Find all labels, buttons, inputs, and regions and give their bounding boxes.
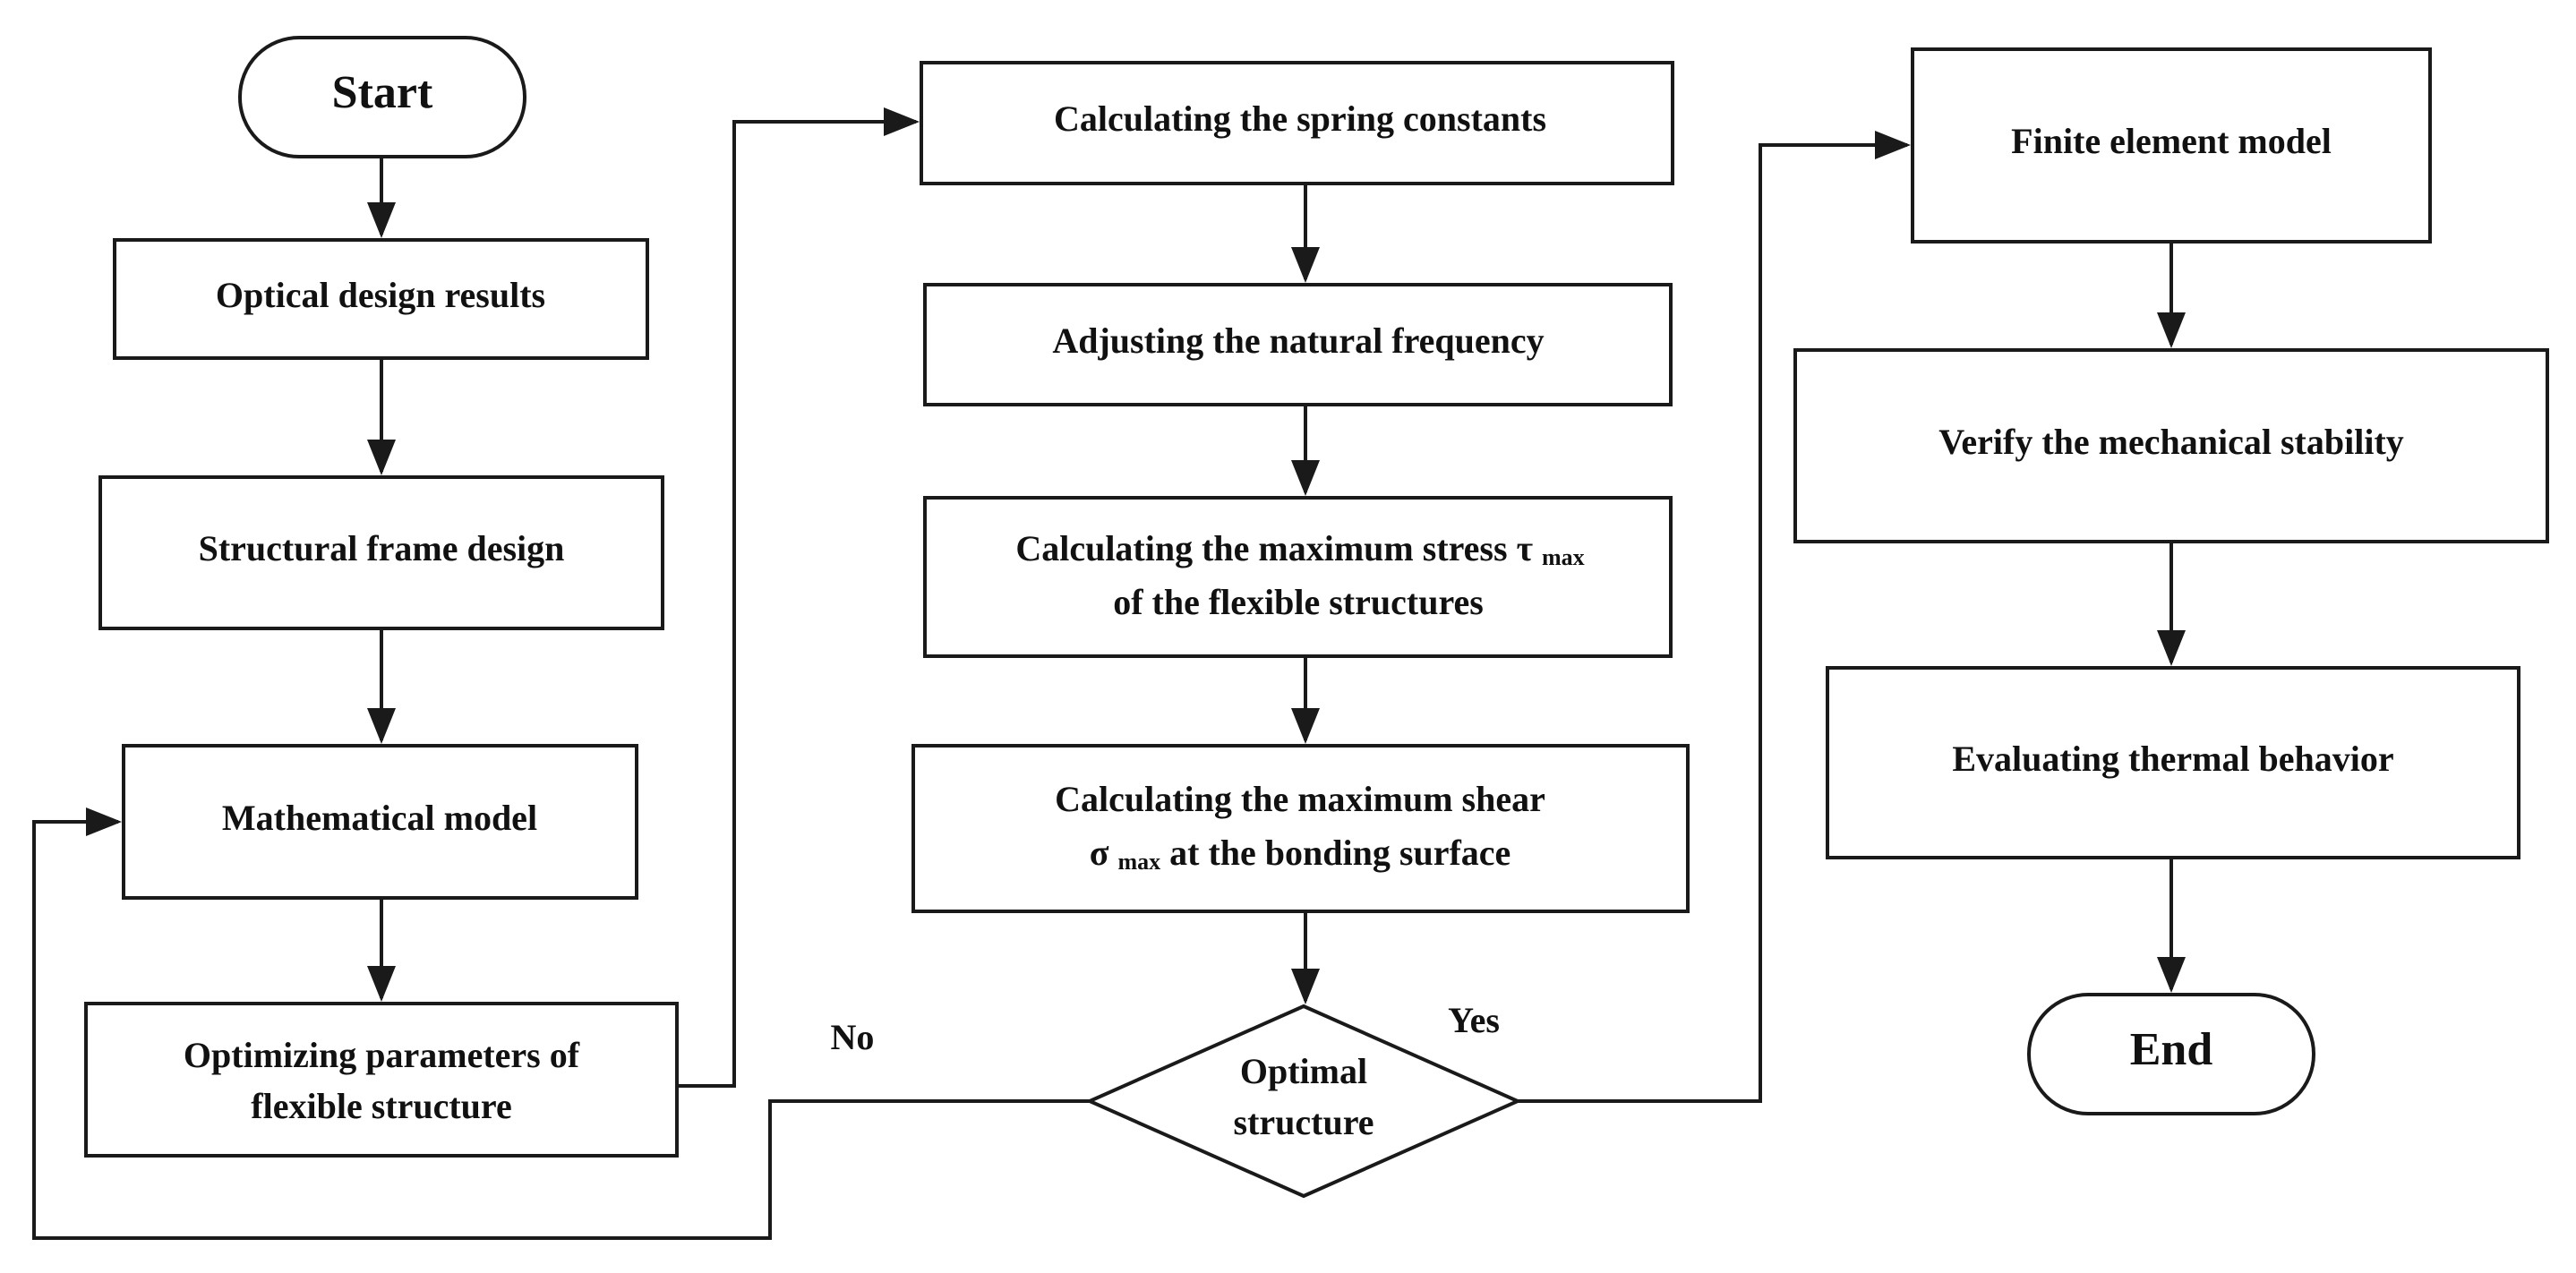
optical-design-results-label: Optical design results <box>216 275 545 315</box>
optimizing-parameters-line1: Optimizing parameters of <box>184 1035 580 1075</box>
node-optical-design-results: Optical design results <box>113 238 649 360</box>
structural-frame-design-label: Structural frame design <box>199 528 565 568</box>
calculating-max-stress-line2: of the flexible structures <box>1113 582 1484 622</box>
optimal-structure-line1: Optimal <box>1240 1051 1367 1091</box>
node-finite-element-model: Finite element model <box>1911 47 2432 243</box>
optimizing-parameters-line2: flexible structure <box>251 1086 511 1126</box>
sigma-subscript: max <box>1117 849 1160 875</box>
tau-symbol: τ <box>1517 528 1533 568</box>
end-label: End <box>2130 1024 2213 1075</box>
calculating-max-stress-line1: Calculating the maximum stress τ max <box>1015 528 1584 570</box>
node-start: Start <box>238 36 526 158</box>
node-optimal-structure: Optimal structure <box>1085 1004 1522 1199</box>
bonding-surface-text: at the bonding surface <box>1169 833 1511 873</box>
node-evaluating-thermal-behavior: Evaluating thermal behavior <box>1826 666 2520 859</box>
calculating-max-shear-line1: Calculating the maximum shear <box>1055 779 1545 819</box>
calculating-spring-constants-label: Calculating the spring constants <box>1054 98 1546 139</box>
edge-decision-yes-to-finite <box>1518 131 1911 1103</box>
max-stress-text: Calculating the maximum stress <box>1015 528 1507 568</box>
edges <box>32 107 2186 1240</box>
node-calculating-max-stress: Calculating the maximum stress τ max of … <box>923 496 1673 658</box>
node-calculating-spring-constants: Calculating the spring constants <box>920 61 1674 185</box>
edge-label-no: No <box>831 1017 875 1057</box>
calculating-max-shear-line2: σ max at the bonding surface <box>1090 833 1511 880</box>
edge-label-yes: Yes <box>1448 1000 1500 1040</box>
finite-element-model-label: Finite element model <box>2011 121 2332 161</box>
adjusting-natural-frequency-label: Adjusting the natural frequency <box>1052 320 1544 361</box>
node-adjusting-natural-frequency: Adjusting the natural frequency <box>923 283 1673 406</box>
node-end: End <box>2027 993 2315 1115</box>
node-structural-frame-design: Structural frame design <box>98 475 664 630</box>
tau-subscript: max <box>1542 544 1585 570</box>
node-calculating-max-shear: Calculating the maximum shear σ max at t… <box>911 744 1690 913</box>
sigma-symbol: σ <box>1090 833 1109 873</box>
verify-mechanical-stability-label: Verify the mechanical stability <box>1938 422 2404 462</box>
start-label: Start <box>332 67 433 118</box>
node-verify-mechanical-stability: Verify the mechanical stability <box>1793 348 2549 543</box>
node-mathematical-model: Mathematical model <box>122 744 638 900</box>
mathematical-model-label: Mathematical model <box>222 798 537 838</box>
edge-decision-no-to-mathematical <box>32 807 1090 1240</box>
optimal-structure-line2: structure <box>1234 1102 1374 1142</box>
evaluating-thermal-behavior-label: Evaluating thermal behavior <box>1952 739 2393 779</box>
node-optimizing-parameters: Optimizing parameters of flexible struct… <box>84 1002 679 1158</box>
edge-optimizing-to-spring <box>677 107 920 1088</box>
